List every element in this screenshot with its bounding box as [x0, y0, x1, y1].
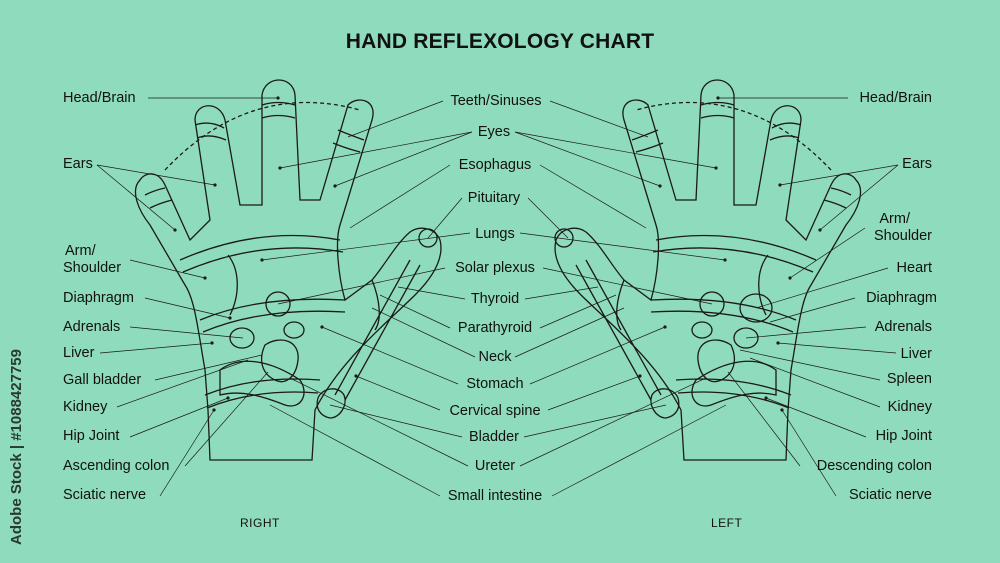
label-heart: Heart — [897, 260, 932, 277]
label-kidney-right: Kidney — [63, 399, 107, 416]
label-arm-right: Arm/ — [65, 243, 96, 260]
label-esophagus: Esophagus — [459, 157, 532, 174]
left-hand-silhouette — [555, 80, 861, 460]
label-bladder: Bladder — [469, 429, 519, 446]
label-eyes: Eyes — [478, 124, 510, 141]
label-kidney-left: Kidney — [888, 399, 932, 416]
label-descending-colon: Descending colon — [817, 458, 932, 475]
left-adrenal-shape-2 — [692, 322, 712, 338]
label-small-intestine: Small intestine — [448, 488, 542, 505]
label-shoulder-left: Shoulder — [874, 228, 932, 245]
label-liver-right: Liver — [63, 345, 94, 362]
label-diaphragm-left: Diaphragm — [866, 290, 937, 307]
label-teeth-sinuses: Teeth/Sinuses — [450, 93, 541, 110]
label-left-hand: LEFT — [711, 516, 742, 530]
label-head-brain-left: Head/Brain — [859, 90, 932, 107]
right-diaphragm-line — [200, 299, 345, 320]
label-hip-joint-left: Hip Joint — [876, 428, 932, 445]
right-adrenal-shape-2 — [284, 322, 304, 338]
label-gall-bladder-right: Gall bladder — [63, 372, 141, 389]
label-arm-left: Arm/ — [879, 211, 910, 228]
right-hand-outline — [135, 80, 441, 460]
label-ascending-colon: Ascending colon — [63, 458, 169, 475]
label-ears-right: Ears — [63, 156, 93, 173]
right-lung-zone — [228, 255, 237, 315]
label-lungs: Lungs — [475, 226, 515, 243]
stock-watermark: Adobe Stock | #1088427759 — [8, 349, 25, 545]
label-liver-left: Liver — [901, 346, 932, 363]
label-pituitary: Pituitary — [468, 190, 520, 207]
label-sciatic-nerve-left: Sciatic nerve — [849, 487, 932, 504]
label-hip-joint-right: Hip Joint — [63, 428, 119, 445]
label-diaphragm-right: Diaphragm — [63, 290, 134, 307]
right-hand-silhouette — [135, 80, 441, 460]
label-right-hand: RIGHT — [240, 516, 280, 530]
label-stomach: Stomach — [466, 376, 523, 393]
label-parathyroid: Parathyroid — [458, 320, 532, 337]
label-thyroid: Thyroid — [471, 291, 519, 308]
left-hand-outline — [555, 80, 861, 460]
right-diaphragm-line-2 — [203, 311, 345, 332]
label-head-brain-right: Head/Brain — [63, 90, 136, 107]
left-upper-palm-line — [656, 236, 816, 261]
right-upper-palm-line — [180, 236, 340, 261]
label-adrenals-right: Adrenals — [63, 319, 120, 336]
label-ureter: Ureter — [475, 458, 515, 475]
label-adrenals-left: Adrenals — [875, 319, 932, 336]
label-solar-plexus: Solar plexus — [455, 260, 535, 277]
label-shoulder-right: Shoulder — [63, 260, 121, 277]
label-spleen: Spleen — [887, 371, 932, 388]
label-sciatic-nerve-right: Sciatic nerve — [63, 487, 146, 504]
label-neck: Neck — [478, 349, 511, 366]
label-ears-left: Ears — [902, 156, 932, 173]
left-bladder-shape — [651, 389, 679, 418]
left-upper-palm-line-2 — [653, 248, 813, 272]
label-cervical-spine: Cervical spine — [449, 403, 540, 420]
